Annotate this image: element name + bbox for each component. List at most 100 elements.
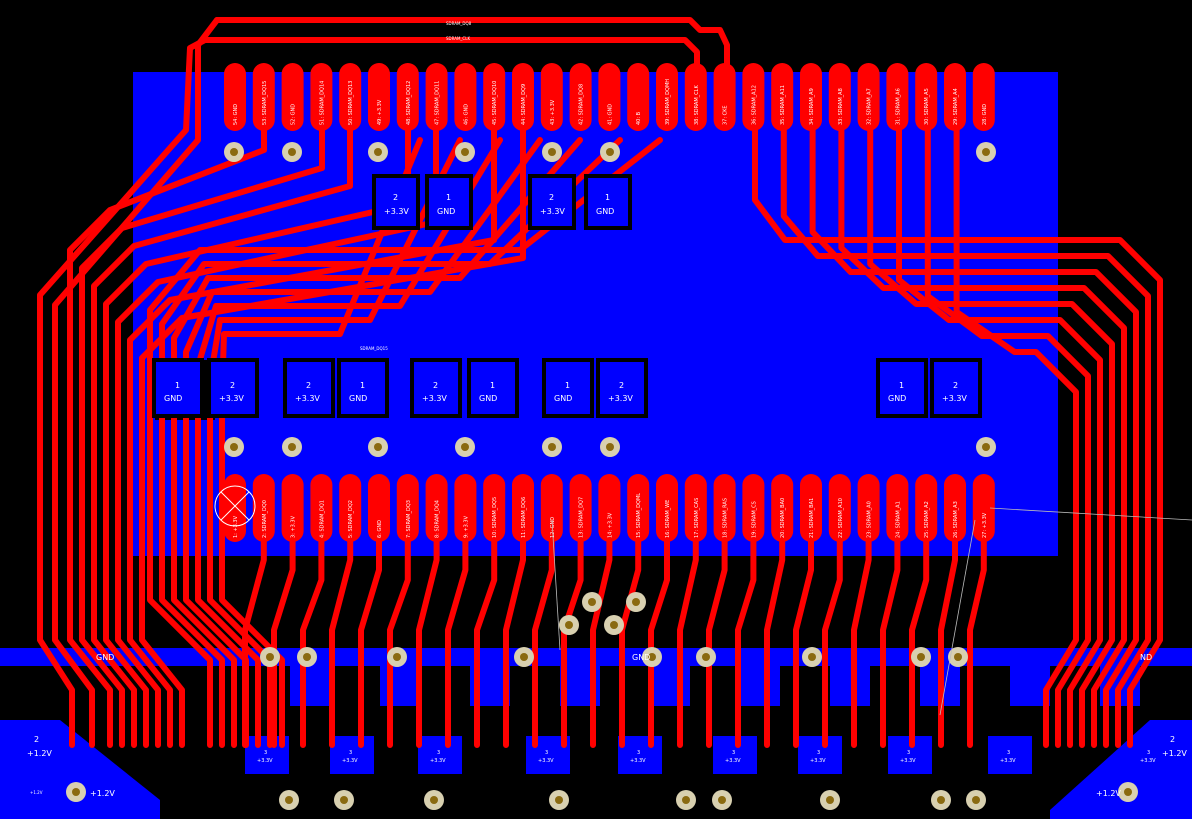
via[interactable] — [911, 647, 931, 667]
via[interactable] — [368, 437, 388, 457]
mid-cap[interactable]: 2+3.3V — [283, 358, 335, 418]
via[interactable] — [976, 142, 996, 162]
pin-top-42[interactable]: 42: SDRAM_DQ8 — [569, 63, 592, 131]
pin-bottom-23[interactable]: 23: SDRAM_A0 — [857, 474, 880, 542]
via[interactable] — [455, 437, 475, 457]
pin-top-52[interactable]: 52: GND — [281, 63, 304, 131]
via[interactable] — [802, 647, 822, 667]
pin-bottom-24[interactable]: 24: SDRAM_A1 — [886, 474, 909, 542]
pin-bottom-13[interactable]: 13: SDRAM_DQ7 — [569, 474, 592, 542]
pin-bottom-19[interactable]: 19: SDRAM_CS — [742, 474, 765, 542]
unrouted-pin-marker[interactable] — [214, 485, 256, 527]
pin-bottom-26[interactable]: 26: SDRAM_A3 — [944, 474, 966, 542]
pin-top-46[interactable]: 46: GND — [454, 63, 477, 131]
via[interactable] — [260, 647, 280, 667]
pin-top-38[interactable]: 38: SDRAM_CLK — [684, 63, 707, 131]
pin-bottom-1[interactable]: 1: +3.3V — [224, 474, 246, 542]
pin-bottom-5[interactable]: 5: SDRAM_DQ2 — [339, 474, 362, 542]
pin-top-30[interactable]: 30: SDRAM_A5 — [915, 63, 938, 131]
pin-top-31[interactable]: 31: SDRAM_A6 — [886, 63, 909, 131]
pin-bottom-14[interactable]: 14: +3.3V — [598, 474, 621, 542]
mid-cap[interactable]: 2+3.3V — [596, 358, 648, 418]
pin-top-49[interactable]: 49: +3.3V — [368, 63, 390, 131]
pin-bottom-9[interactable]: 9: +3.3V — [454, 474, 477, 542]
bottom-cap[interactable]: 3+3.3V — [418, 736, 462, 774]
via[interactable] — [334, 790, 354, 810]
via[interactable] — [542, 437, 562, 457]
pin-bottom-3[interactable]: 3: +3.3V — [281, 474, 304, 542]
pin-top-40[interactable]: 40: B — [627, 63, 650, 131]
pin-bottom-4[interactable]: 4: SDRAM_DQ1 — [310, 474, 333, 542]
via[interactable] — [626, 592, 646, 612]
via[interactable] — [455, 142, 475, 162]
pin-top-35[interactable]: 35: SDRAM_A11 — [771, 63, 794, 131]
pin-top-44[interactable]: 44: SDRAM_DQ9 — [512, 63, 534, 131]
pin-bottom-8[interactable]: 8: SDRAM_DQ4 — [425, 474, 448, 542]
pin-top-50[interactable]: 50: SDRAM_DQ13 — [339, 63, 362, 131]
via[interactable] — [676, 790, 696, 810]
pin-bottom-20[interactable]: 20: SDRAM_BA0 — [771, 474, 794, 542]
pin-bottom-15[interactable]: 15: SDRAM_DQML — [627, 474, 650, 542]
via[interactable] — [542, 142, 562, 162]
pin-top-48[interactable]: 48: SDRAM_DQ12 — [396, 63, 419, 131]
pin-bottom-7[interactable]: 7: SDRAM_DQ3 — [396, 474, 419, 542]
pin-bottom-27[interactable]: 27: +3.3V — [972, 474, 995, 542]
via[interactable] — [282, 142, 302, 162]
pin-bottom-18[interactable]: 18: SDRAM_RAS — [713, 474, 736, 542]
bottom-cap[interactable]: 3+3.3V — [798, 736, 842, 774]
via[interactable] — [642, 647, 662, 667]
pin-top-43[interactable]: 43: +3.3V — [540, 63, 563, 131]
via[interactable] — [368, 142, 388, 162]
pin-top-39[interactable]: 39: SDRAM_DQMH — [656, 63, 678, 131]
bottom-cap[interactable]: 3+3.3V — [988, 736, 1032, 774]
via[interactable] — [297, 647, 317, 667]
via[interactable] — [1118, 782, 1138, 802]
pin-bottom-16[interactable]: 16: SDRAM_WE — [656, 474, 678, 542]
via[interactable] — [279, 790, 299, 810]
pin-bottom-25[interactable]: 25: SDRAM_A2 — [915, 474, 938, 542]
pin-top-33[interactable]: 33: SDRAM_A8 — [828, 63, 851, 131]
pin-bottom-17[interactable]: 17: SDRAM_CAS — [684, 474, 707, 542]
pin-top-47[interactable]: 47: SDRAM_DQ11 — [425, 63, 448, 131]
via[interactable] — [976, 437, 996, 457]
via[interactable] — [224, 437, 244, 457]
pin-bottom-11[interactable]: 11: SDRAM_DQ6 — [512, 474, 534, 542]
via[interactable] — [559, 615, 579, 635]
via[interactable] — [582, 592, 602, 612]
via[interactable] — [604, 615, 624, 635]
pin-top-45[interactable]: 45: SDRAM_DQ10 — [483, 63, 506, 131]
pin-top-53[interactable]: 53: SDRAM_DQ15 — [252, 63, 275, 131]
via[interactable] — [282, 437, 302, 457]
via[interactable] — [224, 142, 244, 162]
via[interactable] — [387, 647, 407, 667]
via[interactable] — [696, 647, 716, 667]
pin-bottom-2[interactable]: 2: SDRAM_DQ0 — [252, 474, 275, 542]
bottom-cap[interactable]: 3+3.3V — [330, 736, 374, 774]
via[interactable] — [66, 782, 86, 802]
pin-top-36[interactable]: 36: SDRAM_A12 — [742, 63, 765, 131]
pin-top-29[interactable]: 29: SDRAM_A4 — [944, 63, 966, 131]
via[interactable] — [514, 647, 534, 667]
pin-bottom-6[interactable]: 6: GND — [368, 474, 390, 542]
pin-top-34[interactable]: 34: SDRAM_A9 — [800, 63, 822, 131]
mid-cap[interactable]: 2+3.3V — [930, 358, 982, 418]
mid-cap[interactable]: 2+3.3V — [207, 358, 259, 418]
pin-top-54[interactable]: 54: GND — [224, 63, 246, 131]
via[interactable] — [931, 790, 951, 810]
mid-cap[interactable]: 2+3.3V — [410, 358, 462, 418]
via[interactable] — [600, 437, 620, 457]
pin-top-51[interactable]: 51: SDRAM_DQ14 — [310, 63, 333, 131]
pin-top-28[interactable]: 28: GND — [972, 63, 995, 131]
v12-pad-right[interactable] — [1158, 722, 1192, 768]
pin-bottom-10[interactable]: 10: SDRAM_DQ5 — [483, 474, 506, 542]
pin-bottom-22[interactable]: 22: SDRAM_A10 — [828, 474, 851, 542]
via[interactable] — [820, 790, 840, 810]
